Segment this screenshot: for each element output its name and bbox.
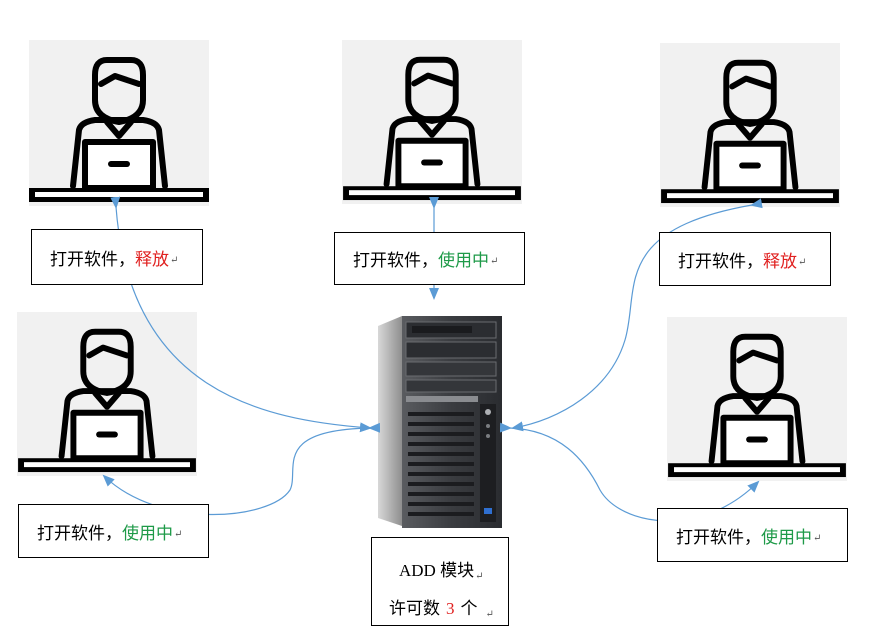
label-prefix: 打开软件， bbox=[678, 251, 763, 271]
status-text: 使用中 bbox=[122, 523, 173, 543]
license-count: 3 bbox=[446, 599, 455, 618]
tower-server-icon bbox=[378, 316, 502, 528]
status-text: 使用中 bbox=[438, 251, 489, 270]
paragraph-mark-icon: ↵ bbox=[475, 571, 484, 582]
status-label-mid-right: 打开软件， 使用中 ↵ bbox=[657, 508, 848, 562]
paragraph-mark-icon: ↵ bbox=[485, 609, 494, 620]
module-title: ADD 模块 bbox=[399, 561, 475, 580]
status-label-top-left: 打开软件， 释放 ↵ bbox=[31, 229, 203, 285]
status-text: 释放 bbox=[135, 249, 169, 269]
label-prefix: 打开软件， bbox=[353, 251, 438, 270]
license-suffix: 个 bbox=[460, 599, 478, 618]
status-label-top-right: 打开软件， 释放 ↵ bbox=[659, 232, 831, 286]
status-label-top-center: 打开软件， 使用中 ↵ bbox=[334, 232, 525, 285]
paragraph-mark-icon: ↵ bbox=[813, 532, 822, 544]
user-at-laptop-icon bbox=[29, 57, 209, 202]
label-prefix: 打开软件， bbox=[676, 527, 761, 547]
status-text: 使用中 bbox=[761, 527, 812, 547]
user-at-laptop-icon bbox=[343, 56, 521, 201]
paragraph-mark-icon: ↵ bbox=[170, 254, 179, 266]
user-top-center bbox=[342, 40, 522, 204]
user-mid-left bbox=[17, 312, 197, 476]
user-at-laptop-icon bbox=[668, 333, 846, 478]
module-title-line: ADD 模块↵ bbox=[399, 556, 484, 582]
user-mid-right bbox=[667, 317, 847, 481]
status-text: 释放 bbox=[763, 251, 797, 271]
paragraph-mark-icon: ↵ bbox=[174, 528, 183, 540]
user-at-laptop-icon bbox=[18, 328, 196, 473]
label-prefix: 打开软件， bbox=[37, 523, 122, 543]
paragraph-mark-icon: ↵ bbox=[490, 256, 499, 267]
user-top-right bbox=[660, 43, 840, 207]
label-prefix: 打开软件， bbox=[50, 249, 135, 269]
user-top-left bbox=[29, 40, 209, 206]
user-at-laptop-icon bbox=[661, 59, 839, 204]
paragraph-mark-icon: ↵ bbox=[798, 256, 807, 268]
status-label-mid-left: 打开软件， 使用中 ↵ bbox=[18, 504, 209, 558]
license-prefix: 许可数 bbox=[389, 599, 440, 618]
